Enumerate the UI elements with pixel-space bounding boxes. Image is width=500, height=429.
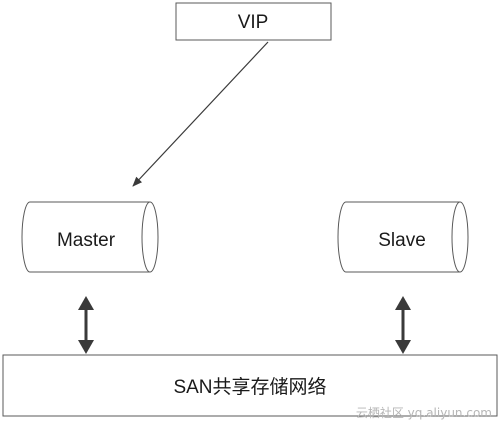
san-label: SAN共享存储网络	[173, 376, 326, 398]
vip-node: VIP	[175, 2, 332, 41]
slave-node: Slave	[337, 201, 469, 273]
watermark-text: 云栖社区 yq.aliyun.com	[355, 406, 492, 420]
master-san-double-arrow	[78, 296, 94, 354]
vip-label: VIP	[238, 12, 269, 33]
slave-san-double-arrow	[395, 296, 411, 354]
master-node: Master	[21, 201, 159, 273]
san-node: SAN共享存储网络	[2, 354, 498, 417]
slave-label: Slave	[378, 230, 426, 251]
vip-to-master-arrow	[132, 41, 269, 187]
master-label: Master	[57, 230, 116, 251]
